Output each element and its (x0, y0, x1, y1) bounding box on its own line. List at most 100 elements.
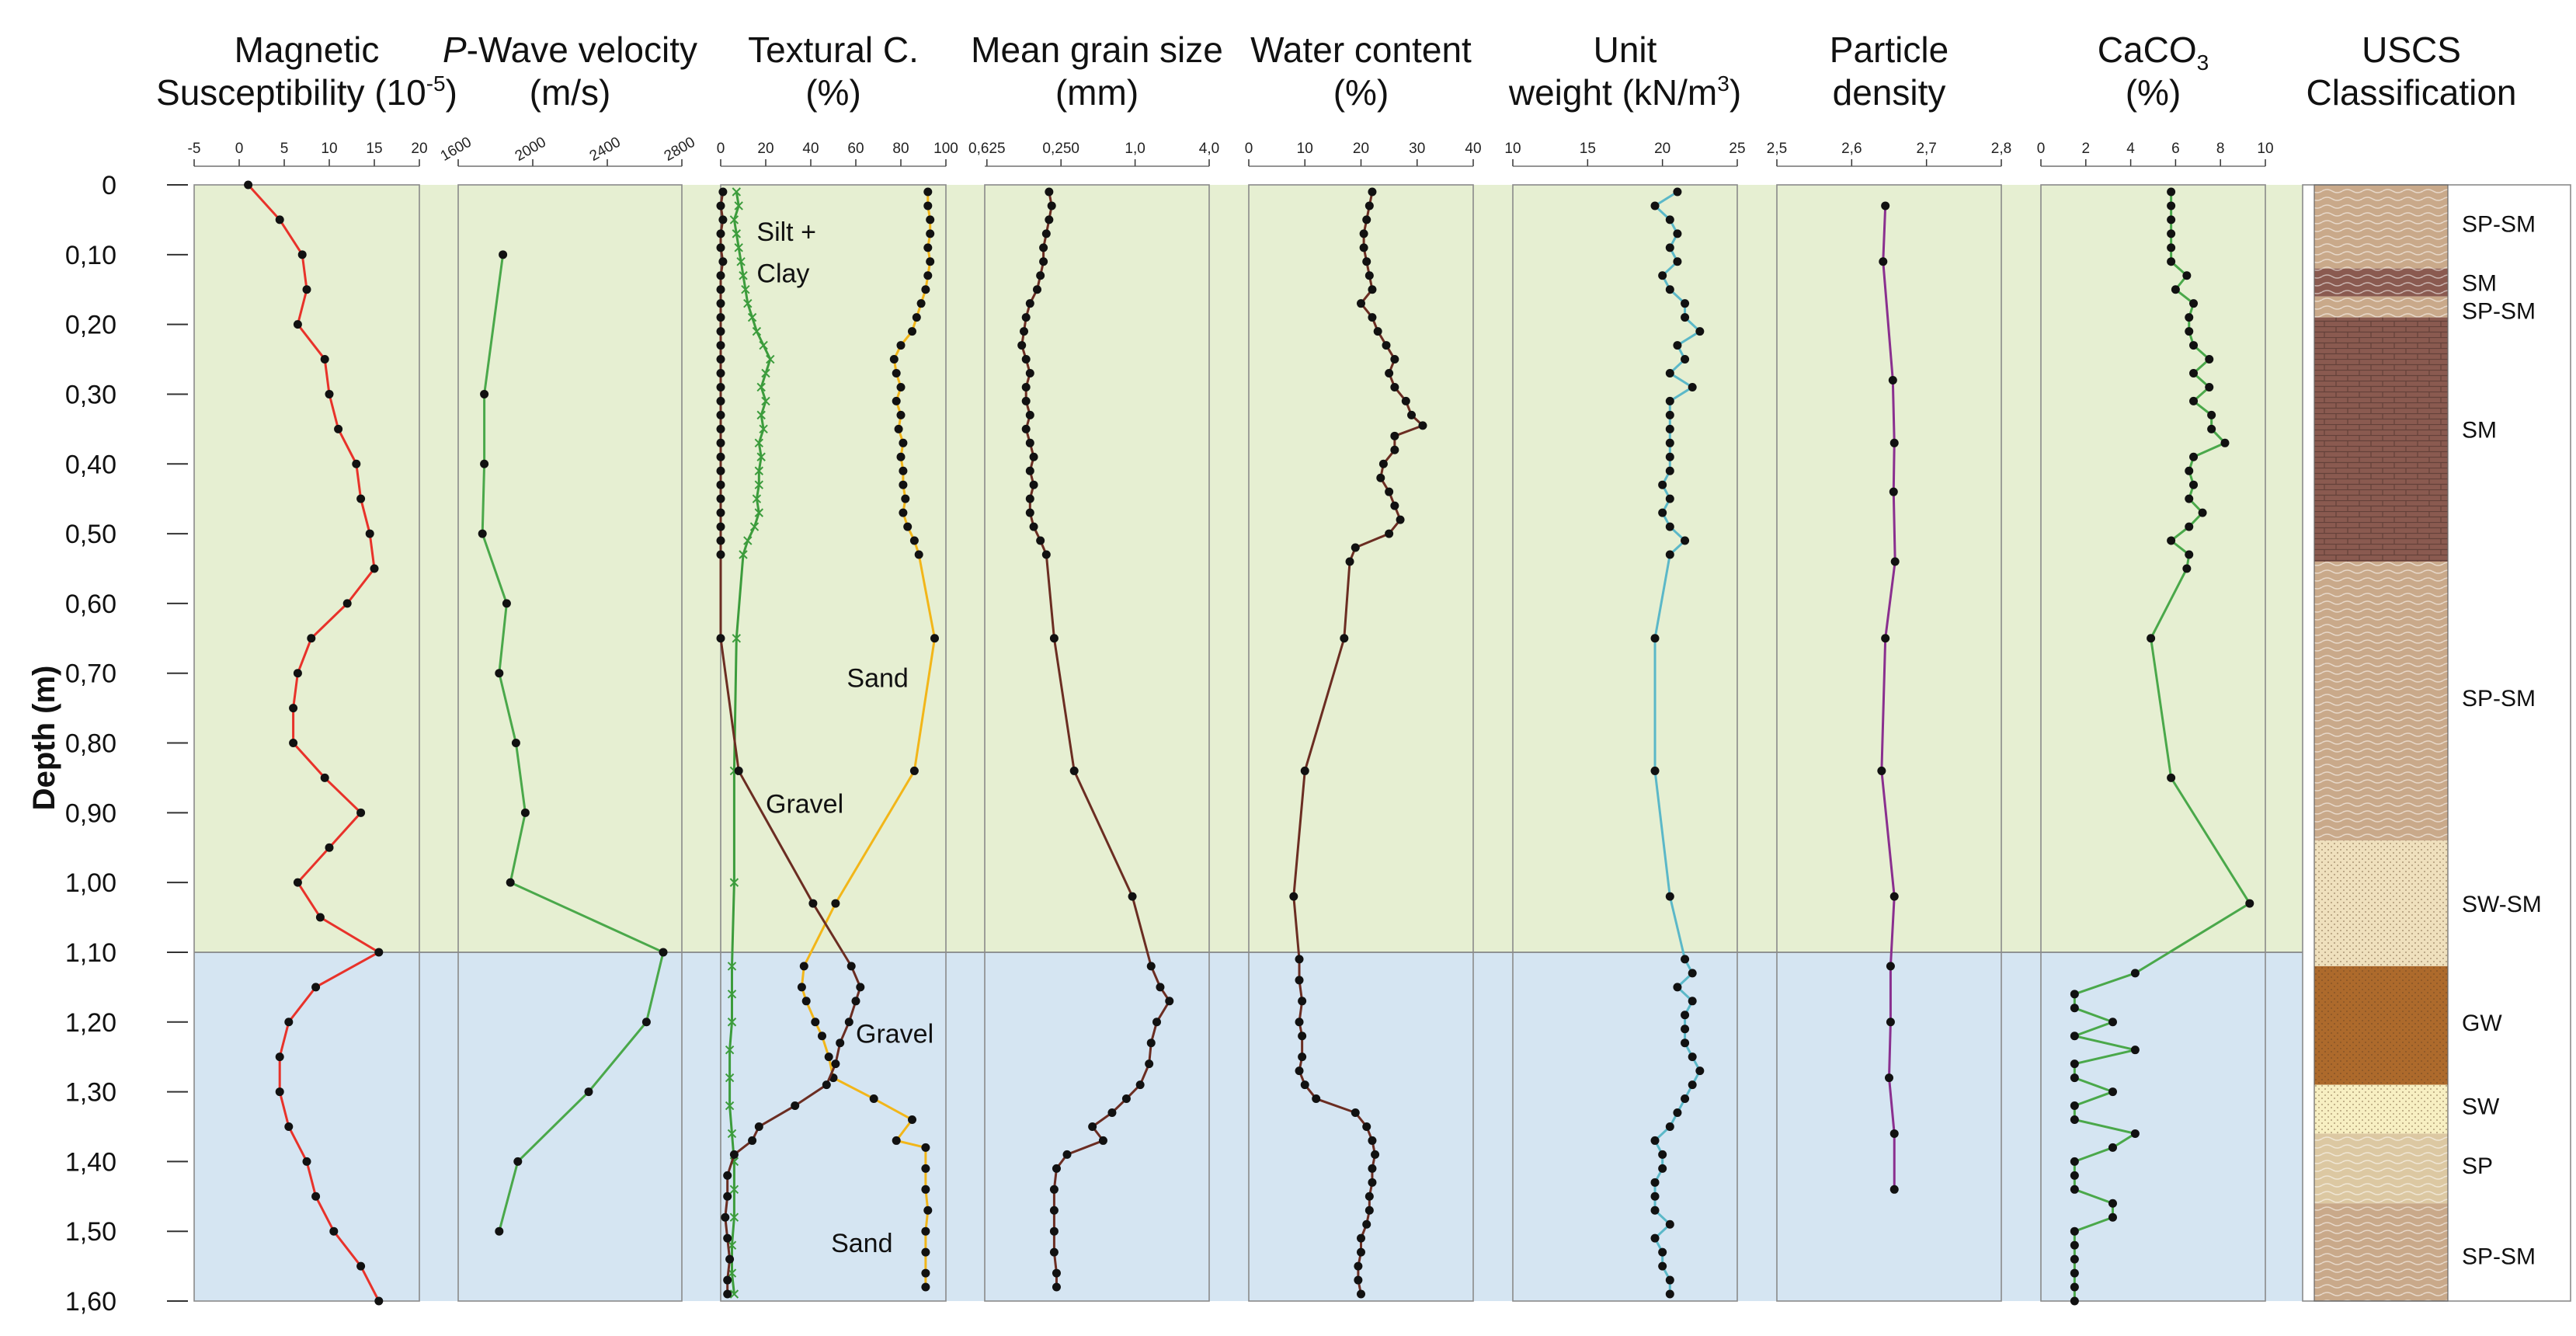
data-point (723, 1233, 732, 1243)
data-point (716, 355, 725, 364)
data-point (729, 215, 739, 224)
data-point (1295, 976, 1304, 985)
depth-tick-label: 0 (102, 171, 116, 200)
x-tick-label: 10 (321, 141, 337, 157)
data-point (2167, 243, 2176, 252)
uscs-layer-label: SM (2462, 271, 2497, 297)
data-point (2070, 1101, 2079, 1111)
data-point (1039, 257, 1048, 266)
series-0 (1650, 187, 1705, 1299)
data-point (1145, 1059, 1154, 1069)
data-point (1401, 396, 1410, 405)
data-point (1368, 1136, 1377, 1145)
data-point (2167, 536, 2176, 545)
data-point (1354, 1261, 1363, 1271)
data-point (1888, 375, 1897, 384)
data-point (2185, 313, 2194, 322)
data-point (729, 1212, 739, 1222)
data-point (716, 536, 725, 545)
data-point (275, 1087, 284, 1097)
data-point (480, 459, 489, 468)
data-point (2108, 1018, 2117, 1027)
x-tick-label: 20 (1353, 141, 1369, 157)
data-point (1295, 1066, 1304, 1076)
data-point (1021, 355, 1031, 364)
panel-annotation: Sand (846, 664, 908, 694)
data-point (2167, 201, 2176, 210)
data-point (2171, 285, 2180, 294)
depth-tick-label: 1,20 (65, 1008, 116, 1038)
data-point (2185, 466, 2194, 475)
data-point (1650, 1233, 1660, 1243)
x-tick-label: 0 (1245, 141, 1253, 157)
panel-title-line2: Susceptibility (10-5) (156, 71, 457, 113)
data-point (2185, 327, 2194, 336)
data-point (284, 1122, 294, 1131)
panel-title-line2: (%) (1333, 72, 1389, 113)
data-point (908, 1115, 916, 1124)
data-point (1021, 424, 1031, 433)
data-point (1021, 382, 1031, 391)
data-point (716, 466, 725, 475)
data-point (752, 494, 762, 503)
data-point (302, 285, 311, 294)
data-point (2070, 1157, 2079, 1166)
data-point (1049, 1206, 1059, 1215)
data-point (921, 1143, 930, 1152)
x-tick-label: 10 (1504, 141, 1521, 157)
data-point (2070, 1240, 2079, 1250)
data-point (352, 459, 361, 468)
data-point (791, 1101, 800, 1111)
data-point (811, 1018, 820, 1027)
data-point (716, 480, 725, 489)
x-tick-label: 0 (717, 141, 725, 157)
panel-title-line1: P-Wave velocity (443, 30, 697, 70)
data-point (1885, 1073, 1893, 1083)
data-point (892, 396, 901, 405)
data-point (716, 327, 725, 336)
data-point (659, 948, 668, 957)
data-point (856, 983, 865, 992)
x-tick-label: 60 (847, 141, 864, 157)
data-point (743, 536, 753, 545)
data-point (756, 452, 766, 461)
panel-frame (1776, 184, 2002, 1302)
data-point (1121, 1094, 1131, 1104)
data-point (754, 438, 764, 448)
data-point (903, 522, 913, 531)
data-point (1681, 313, 1690, 322)
data-point (1688, 1080, 1697, 1090)
data-point (718, 257, 728, 266)
data-point (1658, 271, 1667, 280)
depth-axis: Depth (m) 00,100,200,300,400,500,600,700… (27, 171, 188, 1317)
data-point (734, 766, 743, 775)
data-point (1681, 1011, 1690, 1020)
data-point (1025, 466, 1034, 475)
data-point (844, 1018, 853, 1027)
data-point (729, 1289, 739, 1299)
data-point (1681, 355, 1690, 364)
data-point (921, 1226, 930, 1236)
data-point (2130, 969, 2140, 978)
data-point (1681, 955, 1690, 964)
depth-tick-label: 0,90 (65, 798, 116, 828)
data-point (1665, 438, 1674, 447)
data-point (325, 389, 334, 398)
data-point (478, 529, 487, 538)
data-point (584, 1087, 593, 1097)
data-point (1098, 1136, 1107, 1145)
series-0 (244, 180, 384, 1306)
data-point (1889, 1185, 1899, 1194)
data-point (756, 382, 766, 392)
panel-frame (1512, 184, 1738, 1302)
data-point (1128, 892, 1137, 901)
depth-tick-label: 1,00 (65, 868, 116, 898)
data-point (275, 1052, 284, 1062)
data-point (374, 948, 384, 957)
data-point (1650, 1206, 1660, 1215)
data-point (1665, 522, 1674, 531)
data-point (1650, 634, 1660, 643)
data-point (756, 410, 766, 420)
data-point (1362, 1122, 1371, 1131)
